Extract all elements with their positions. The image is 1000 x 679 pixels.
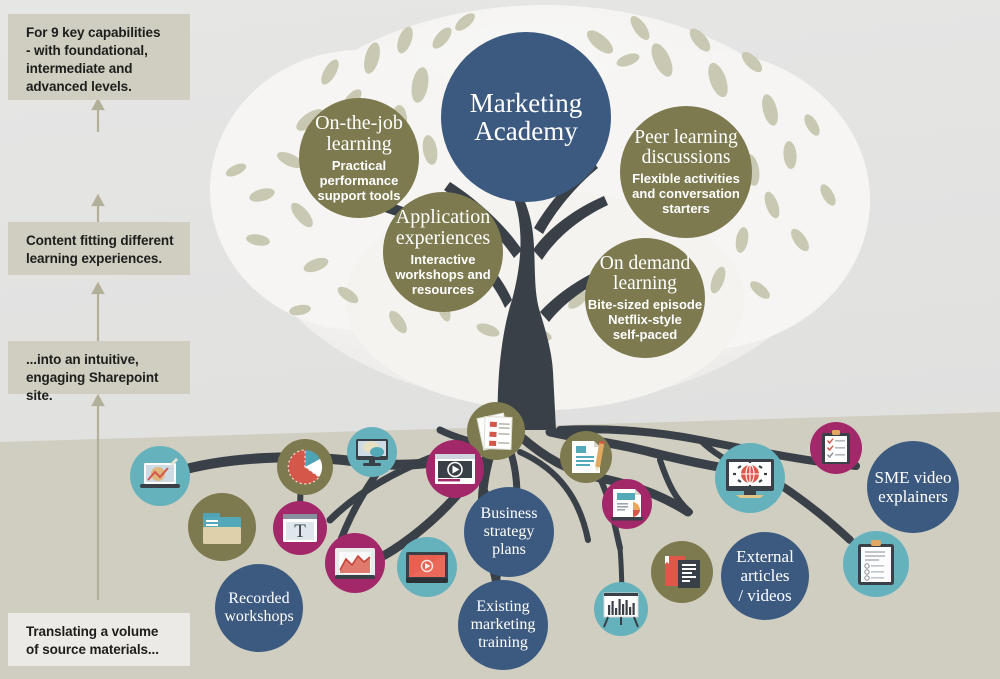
flow-box-source-materials-text: Translating a volume of source materials… <box>26 624 159 657</box>
application-subtitle: Interactive workshops and resources <box>395 251 491 297</box>
flow-box-capabilities: For 9 key capabilities - with foundation… <box>8 14 190 100</box>
root-circle-existing-marketing-training <box>458 580 548 670</box>
icon-circle-tablet-graph <box>325 533 385 593</box>
on-demand-subtitle: Bite-sized episode Netflix-style self-pa… <box>587 297 703 343</box>
svg-text:T: T <box>294 521 306 542</box>
peer-learning-subtitle: Flexible activities and conversation sta… <box>632 171 740 217</box>
flow-box-sharepoint-text: ...into an intuitive, engaging Sharepoin… <box>26 352 159 403</box>
icon-circle-desktop-globe <box>715 443 785 513</box>
root-circle-sme-video-explainers <box>867 441 959 533</box>
icon-circle-text-editor: T <box>273 501 327 555</box>
application-title: Application experiences <box>395 206 491 249</box>
icon-circle-report-chart <box>602 479 652 529</box>
icon-circle-monitor-chat <box>347 427 397 477</box>
peer-learning-title: Peer learning discussions <box>634 126 738 168</box>
icon-circle-pie-chart <box>277 439 333 495</box>
branch-circle-on-demand <box>585 238 705 358</box>
circle-label-sme-video-explainers[interactable]: SME video explainers <box>867 441 959 533</box>
icon-circle-marked-papers <box>467 402 525 460</box>
branch-circle-marketing-academy <box>441 32 611 202</box>
flow-box-source-materials: Translating a volume of source materials… <box>8 613 190 666</box>
icon-circle-folder <box>188 493 256 561</box>
circle-label-external-articles-videos[interactable]: External articles / videos <box>721 532 809 620</box>
icon-circle-tablet-video <box>397 537 457 597</box>
flow-box-content: Content fitting different learning exper… <box>8 222 190 275</box>
circle-label-on-the-job[interactable]: On-the-job learning Practical performanc… <box>299 98 419 218</box>
icon-circle-bookmarked-doc <box>651 541 713 603</box>
circle-label-on-demand-learning[interactable]: On demand learning Bite-sized episode Ne… <box>585 238 705 358</box>
on-demand-title: On demand learning <box>599 252 691 294</box>
icon-circle-document-pencil <box>560 431 612 483</box>
circle-label-recorded-workshops[interactable]: Recorded workshops <box>215 564 303 652</box>
flow-box-sharepoint: ...into an intuitive, engaging Sharepoin… <box>8 341 190 403</box>
branch-circle-peer-learning <box>620 106 752 238</box>
sme-video-explainers-text: SME video explainers <box>874 467 952 506</box>
circle-label-business-strategy-plans[interactable]: Business strategy plans <box>464 487 554 577</box>
on-the-job-title: On-the-job learning <box>315 112 403 155</box>
marketing-academy-title: Marketing Academy <box>469 87 583 146</box>
external-articles-videos-text: External articles / videos <box>736 547 794 605</box>
icon-circle-video-player <box>426 440 484 498</box>
branch-circle-on-the-job <box>299 98 419 218</box>
circle-label-marketing-academy[interactable]: Marketing Academy <box>441 32 611 202</box>
icon-circle-laptop-chart <box>130 446 190 506</box>
root-circle-recorded-workshops <box>215 564 303 652</box>
circle-label-peer-learning[interactable]: Peer learning discussions Flexible activ… <box>620 106 752 238</box>
recorded-workshops-text: Recorded workshops <box>224 590 294 625</box>
on-the-job-subtitle: Practical performance support tools <box>317 157 401 203</box>
icon-circle-checklist-clipboard <box>810 422 862 474</box>
flow-box-capabilities-text: For 9 key capabilities - with foundation… <box>26 25 161 94</box>
icon-circle-flipchart <box>594 582 648 636</box>
root-circle-business-strategy-plans <box>464 487 554 577</box>
flow-box-content-text: Content fitting different learning exper… <box>26 233 174 266</box>
business-strategy-plans-text: Business strategy plans <box>480 505 538 558</box>
branch-circle-application <box>383 192 503 312</box>
circle-label-application-experiences[interactable]: Application experiences Interactive work… <box>383 192 503 312</box>
circle-label-existing-marketing-training[interactable]: Existing marketing training <box>458 580 548 670</box>
icon-circle-clipboard-form <box>843 531 909 597</box>
existing-marketing-training-text: Existing marketing training <box>470 598 536 651</box>
root-circle-external-articles-videos <box>721 532 809 620</box>
